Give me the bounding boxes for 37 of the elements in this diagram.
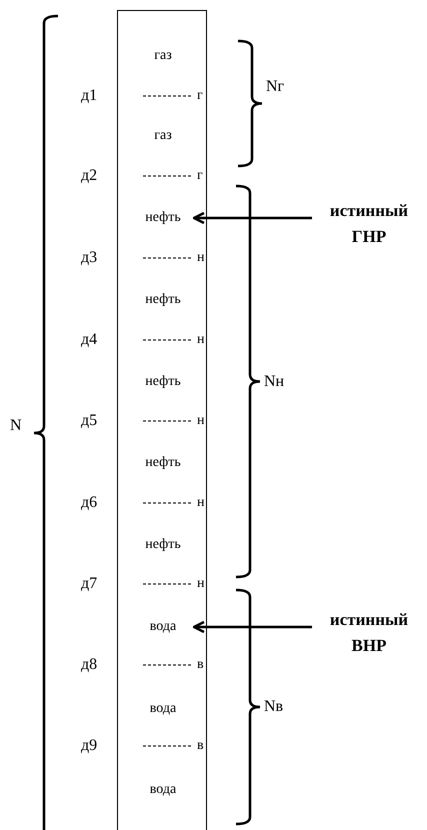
fluid-mark: н <box>197 331 204 349</box>
fluid-mark: г <box>197 167 203 185</box>
depth-label: д9 <box>81 736 98 756</box>
depth-label: д7 <box>81 574 98 594</box>
layer-label: нефть <box>133 209 193 227</box>
fluid-mark: н <box>197 412 204 430</box>
fluid-mark: г <box>197 87 203 105</box>
layer-label: нефть <box>133 373 193 391</box>
depth-label: д2 <box>81 166 98 186</box>
depth-label: д8 <box>81 655 98 675</box>
depth-label: д4 <box>81 330 98 350</box>
depth-label: д3 <box>81 248 98 268</box>
arrow <box>192 620 312 634</box>
depth-label: д1 <box>81 86 98 106</box>
layer-label: вода <box>133 781 193 799</box>
depth-label: д6 <box>81 493 98 513</box>
layer-label: газ <box>133 127 193 145</box>
brace-label: Nг <box>266 77 284 97</box>
brace-label: Nв <box>264 697 284 717</box>
layer-label: вода <box>133 700 193 718</box>
fluid-mark: в <box>197 656 204 674</box>
brace-label: N <box>10 416 22 436</box>
fluid-mark: н <box>197 494 204 512</box>
fluid-mark: н <box>197 249 204 267</box>
layer-label: нефть <box>133 291 193 309</box>
fluid-mark: н <box>197 575 204 593</box>
layer-label: вода <box>133 618 193 636</box>
fluid-mark: в <box>197 737 204 755</box>
well-column <box>117 10 207 830</box>
depth-label: д5 <box>81 411 98 431</box>
layer-label: нефть <box>133 454 193 472</box>
layer-label: газ <box>133 47 193 65</box>
contact-label: истинный ВНР <box>313 607 425 659</box>
arrow <box>192 212 312 224</box>
contact-label: истинный ГНР <box>313 198 425 250</box>
layer-label: нефть <box>133 536 193 554</box>
brace-label: Nн <box>264 372 284 392</box>
